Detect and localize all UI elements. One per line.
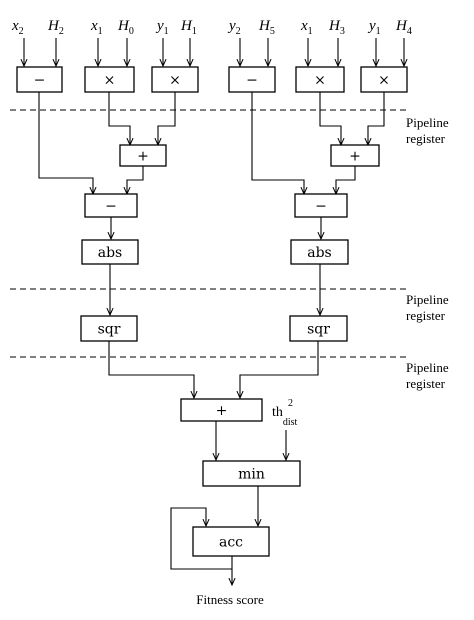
svg-text:min: min [238,467,265,483]
pipeline-label-1: Pipeline register [406,115,449,146]
svg-text:×: × [104,73,116,89]
op-acc: acc [192,526,270,557]
svg-text:thdist: thdist [272,405,298,428]
svg-text:Pipeline: Pipeline [406,292,449,307]
pipeline-label-2: Pipeline register [406,292,449,323]
svg-text:−: − [105,199,117,215]
op-abs-left: abs [81,239,139,265]
pipeline-label-3: Pipeline register [406,360,449,391]
svg-text:sqr: sqr [98,322,121,338]
svg-text:Pipeline: Pipeline [406,360,449,375]
wires-to-sum [108,341,319,398]
svg-text:register: register [406,131,446,146]
svg-text:×: × [378,73,390,89]
input-label: x2 [11,18,24,37]
svg-text:+: + [137,149,149,165]
input-label: H2 [47,18,64,37]
svg-text:−: − [34,73,46,89]
input-label: H5 [258,18,275,37]
input-labels-right: y2 H5 x1 H3 y1 H4 [227,18,412,37]
svg-text:acc: acc [219,535,243,551]
svg-text:2: 2 [288,398,293,409]
svg-text:−: − [246,73,258,89]
op-sqr-right: sqr [289,315,348,342]
svg-text:Pipeline: Pipeline [406,115,449,130]
threshold-label: thdist 2 [272,398,298,428]
svg-text:register: register [406,308,446,323]
op-minus-right-mid: − [294,193,348,218]
op-times-right-2: × [360,66,408,93]
op-min: min [202,460,301,487]
output-label: Fitness score [196,592,264,607]
svg-text:+: + [349,149,361,165]
op-plus-sum: + [180,398,263,422]
svg-text:register: register [406,376,446,391]
op-times-right-1: × [295,66,345,93]
input-label: x1 [300,18,313,37]
svg-text:abs: abs [307,245,332,261]
input-label: H1 [180,18,197,37]
wire-acc-feedback [170,507,233,570]
svg-text:×: × [169,73,181,89]
op-times-left-1: × [84,66,135,93]
input-label: y1 [367,18,381,37]
op-minus-left-top: − [16,66,63,93]
input-labels-left: x2 H2 x1 H0 y1 H1 [11,18,197,37]
svg-text:abs: abs [98,245,123,261]
op-plus-left: + [119,144,167,167]
svg-text:+: + [216,403,228,419]
op-plus-right: + [330,144,380,167]
svg-text:×: × [314,73,326,89]
wires-right-upper [251,92,385,194]
input-label: H3 [328,18,345,37]
op-minus-right-top: − [228,66,276,93]
input-label: y2 [227,18,241,37]
wires-left-upper [38,92,176,194]
op-minus-left-mid: − [84,193,138,218]
input-label: y1 [155,18,169,37]
svg-text:−: − [315,199,327,215]
input-label: H0 [117,18,134,37]
svg-text:sqr: sqr [307,322,330,338]
op-times-left-2: × [151,66,199,93]
input-label: x1 [90,18,103,37]
input-arrows [24,38,404,66]
op-sqr-left: sqr [80,315,138,342]
op-abs-right: abs [290,239,349,265]
input-label: H4 [395,18,412,37]
